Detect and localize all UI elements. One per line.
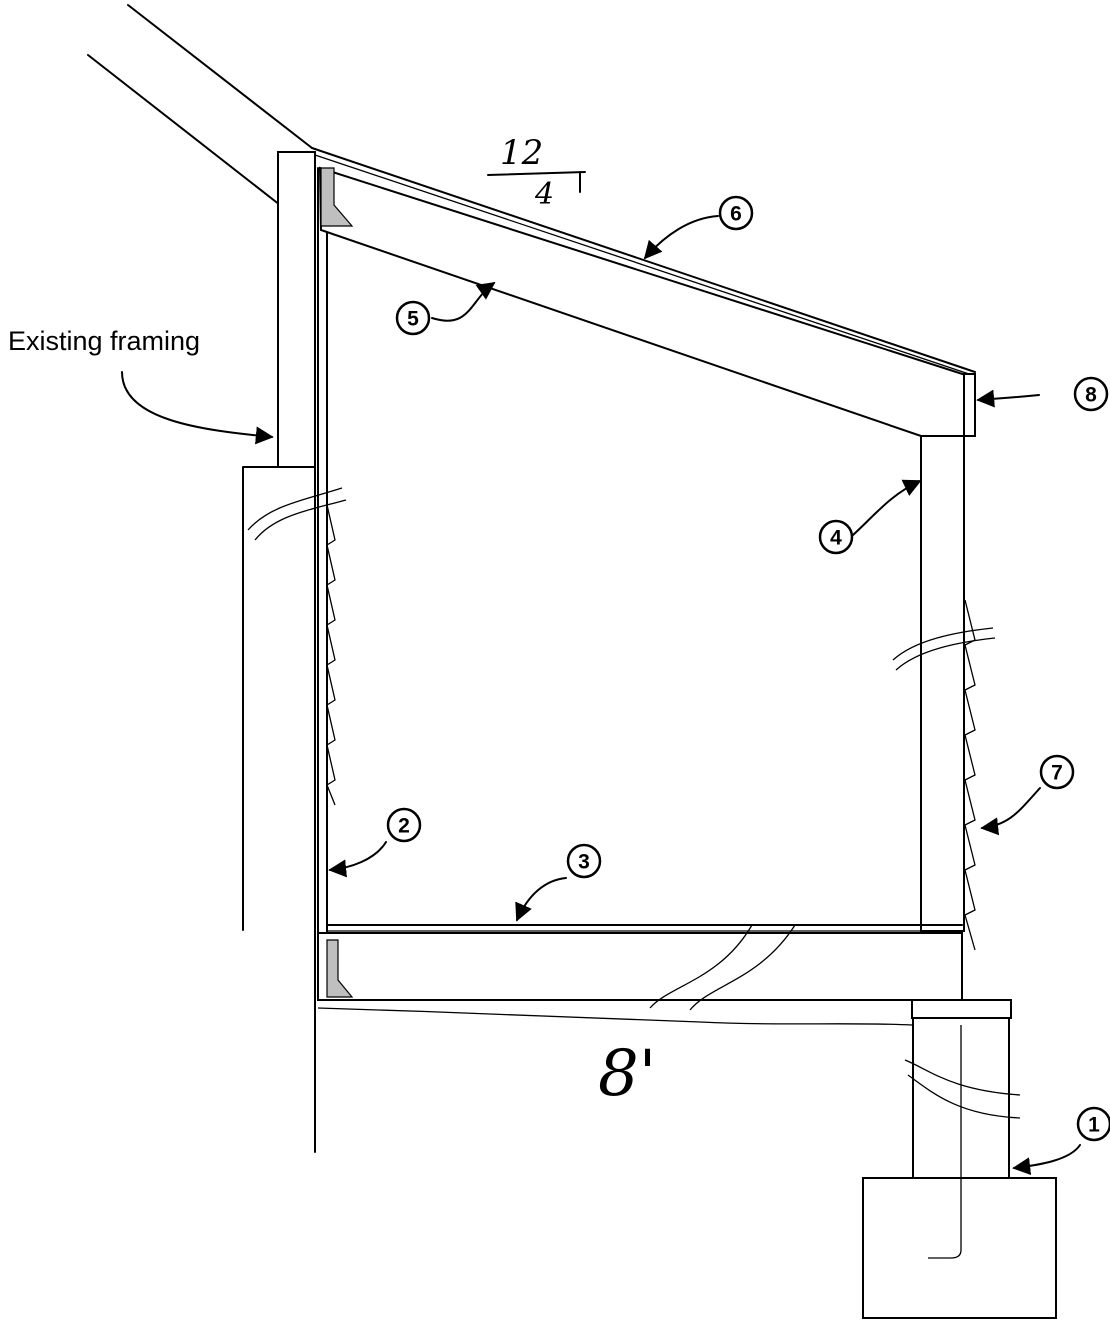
svg-text:1: 1 [1088, 1114, 1100, 1137]
existing-wall [242, 466, 316, 1153]
leader-2 [328, 841, 387, 878]
ledger-board [317, 167, 328, 1001]
existing-roof-lines [87, 4, 313, 206]
svg-text:5: 5 [407, 308, 419, 331]
existing-framing-leader [121, 371, 274, 445]
joist-block [326, 939, 354, 998]
leader-3 [515, 877, 567, 922]
pitch-bar [487, 171, 586, 176]
existing-framing-post [277, 151, 316, 468]
leader-4 [852, 479, 922, 536]
rafter-block [320, 167, 354, 227]
fascia [963, 373, 976, 437]
callout-3: 3 [566, 843, 602, 879]
callout-6: 6 [718, 195, 754, 231]
svg-text:3: 3 [578, 851, 590, 874]
svg-text:2: 2 [398, 815, 410, 838]
footing [862, 1177, 1057, 1319]
pitch-rise: 12 [500, 133, 543, 173]
roof-sheathing [311, 147, 976, 377]
anchor-rod [928, 1025, 962, 1259]
existing-framing-label: Existing framing [8, 326, 200, 356]
callout-5: 5 [395, 300, 431, 336]
callout-8: 8 [1073, 376, 1109, 412]
floor-joist [317, 932, 963, 1001]
callout-1: 1 [1076, 1106, 1110, 1142]
roof-pitch-annotation: 12 4 [487, 133, 586, 212]
svg-text:6: 6 [730, 203, 742, 226]
break-symbols [247, 487, 1021, 1119]
leader-8 [980, 787, 1041, 836]
callout-leaders [328, 215, 1081, 1176]
leader-1 [1012, 1144, 1081, 1176]
leader-5 [431, 281, 496, 322]
callout-4: 4 [818, 519, 854, 555]
front-post [920, 435, 965, 932]
callout-2: 2 [386, 807, 422, 843]
callout-7: 7 [1039, 754, 1075, 790]
ground-line [317, 1007, 913, 1026]
leader-7 [976, 389, 1040, 408]
span-dimension: 8' [598, 1037, 656, 1111]
left-siding [326, 504, 336, 806]
floor-decking [326, 924, 963, 932]
leader-6 [643, 215, 719, 260]
pitch-run: 4 [534, 177, 554, 212]
svg-text:7: 7 [1051, 762, 1063, 785]
svg-text:8: 8 [1085, 384, 1097, 407]
svg-text:4: 4 [830, 527, 842, 550]
beam [911, 999, 1012, 1019]
right-siding [964, 599, 976, 951]
